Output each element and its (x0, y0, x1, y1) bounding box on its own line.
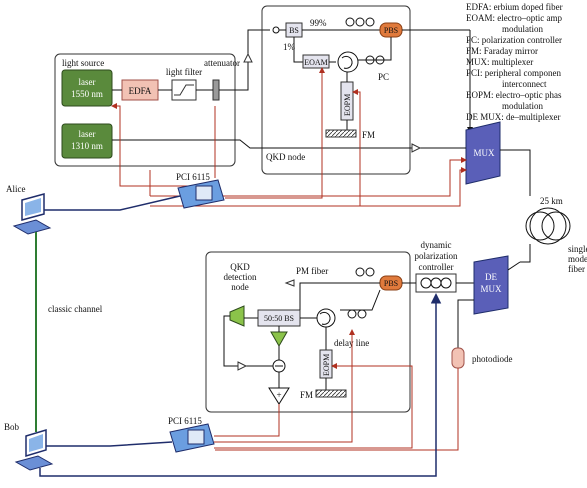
alice-label: Alice (6, 184, 26, 194)
mux (465, 121, 501, 185)
fm-bob (315, 389, 347, 398)
svg-text:interconnect: interconnect (502, 79, 547, 89)
svg-text:EDFA: erbium doped fiber: EDFA: erbium doped fiber (466, 2, 563, 12)
svg-text:PC: polarization controller: PC: polarization controller (466, 35, 562, 45)
svg-text:modulation: modulation (502, 24, 543, 34)
qkd-node-label: QKD node (266, 152, 305, 162)
pci-alice-label: PCI 6115 (176, 172, 210, 182)
pc-label: PC (378, 72, 389, 82)
alice-laptop-icon (12, 193, 52, 235)
svg-text:PCI: peripheral componen: PCI: peripheral componen (466, 68, 561, 78)
bob-laptop-icon (14, 428, 54, 471)
laser-1550 (61, 69, 113, 107)
light-filter (171, 79, 197, 101)
attenuator (212, 79, 220, 101)
photodiode-label: photodiode (472, 354, 513, 364)
attenuator-label: attenuator (204, 58, 240, 68)
eopm-alice-label: EOPM (343, 94, 352, 116)
qkd-detection-box (205, 251, 411, 413)
svg-text:+: + (276, 390, 281, 400)
pbs-alice-label: PBS (384, 26, 398, 35)
svg-text:DE MUX: de–multiplexer: DE MUX: de–multiplexer (466, 112, 560, 122)
fiber-type-3: fiber (568, 264, 585, 274)
bs-bob-label: 50:50 BS (264, 314, 294, 323)
fm-alice-label: FM (362, 130, 375, 140)
dpc-label-3: controller (419, 262, 454, 272)
demux-label-1: DE (485, 272, 497, 282)
qkd-detection-label-2: detection (224, 272, 257, 282)
demux-label-2: MUX (480, 284, 502, 294)
circulator-alice (337, 51, 359, 73)
laser-1310-label-1: laser (79, 129, 96, 139)
svg-text:EOAM: electro–optic amp: EOAM: electro–optic amp (466, 13, 562, 23)
laser-1310-label-2: 1310 nm (71, 141, 103, 151)
pci-bob-label: PCI 6115 (168, 416, 202, 426)
pm-fiber-label: PM fiber (296, 266, 328, 276)
dpc (415, 273, 457, 293)
fiber-type-2: mode (568, 254, 587, 264)
eopm-bob-label: EOPM (322, 354, 331, 376)
edfa-label: EDFA (129, 86, 152, 96)
detector-1 (229, 305, 245, 327)
pbs-bob-label: PBS (384, 279, 398, 288)
light-source-box (54, 53, 236, 167)
dpc-label-1: dynamic (421, 240, 452, 250)
photodiode (451, 347, 465, 369)
fm-alice (325, 129, 357, 138)
svg-text:modulation: modulation (502, 101, 543, 111)
laser-1310 (61, 123, 113, 159)
svg-text:MUX: multiplexer: MUX: multiplexer (466, 57, 533, 67)
svg-text:FM: Faraday mirror: FM: Faraday mirror (466, 46, 538, 56)
fiber-spool-1 (525, 211, 555, 241)
mux-label: MUX (473, 148, 495, 158)
bob-label: Bob (4, 422, 20, 432)
light-source-label: light source (62, 58, 104, 68)
dpc-label-2: polarization (415, 251, 458, 261)
light-filter-label: light filter (166, 67, 202, 77)
qkd-detection-label-3: node (231, 282, 249, 292)
classic-channel-label: classic channel (48, 304, 103, 314)
pci-alice (177, 179, 225, 209)
qkd-node-box (261, 5, 411, 175)
fiber-length: 25 km (540, 196, 563, 206)
qkd-detection-label-1: QKD (230, 262, 250, 272)
pct-99: 99% (310, 18, 327, 28)
legend: EDFA: erbium doped fiber EOAM: electro–o… (466, 2, 563, 122)
fm-bob-label: FM (300, 390, 313, 400)
eoam-label: EOAM (304, 58, 328, 67)
demux (473, 255, 509, 315)
laser-1550-label-2: 1550 nm (71, 89, 103, 99)
laser-1550-label-1: laser (79, 77, 96, 87)
svg-text:EOPM: electro–optic phas: EOPM: electro–optic phas (466, 90, 562, 100)
detector-2 (270, 331, 288, 348)
fiber-spool-2 (541, 211, 571, 241)
bs-alice-label: BS (289, 26, 299, 35)
pci-bob (169, 423, 215, 453)
fiber-type-1: single (568, 244, 587, 254)
pct-1: 1% (283, 42, 296, 52)
